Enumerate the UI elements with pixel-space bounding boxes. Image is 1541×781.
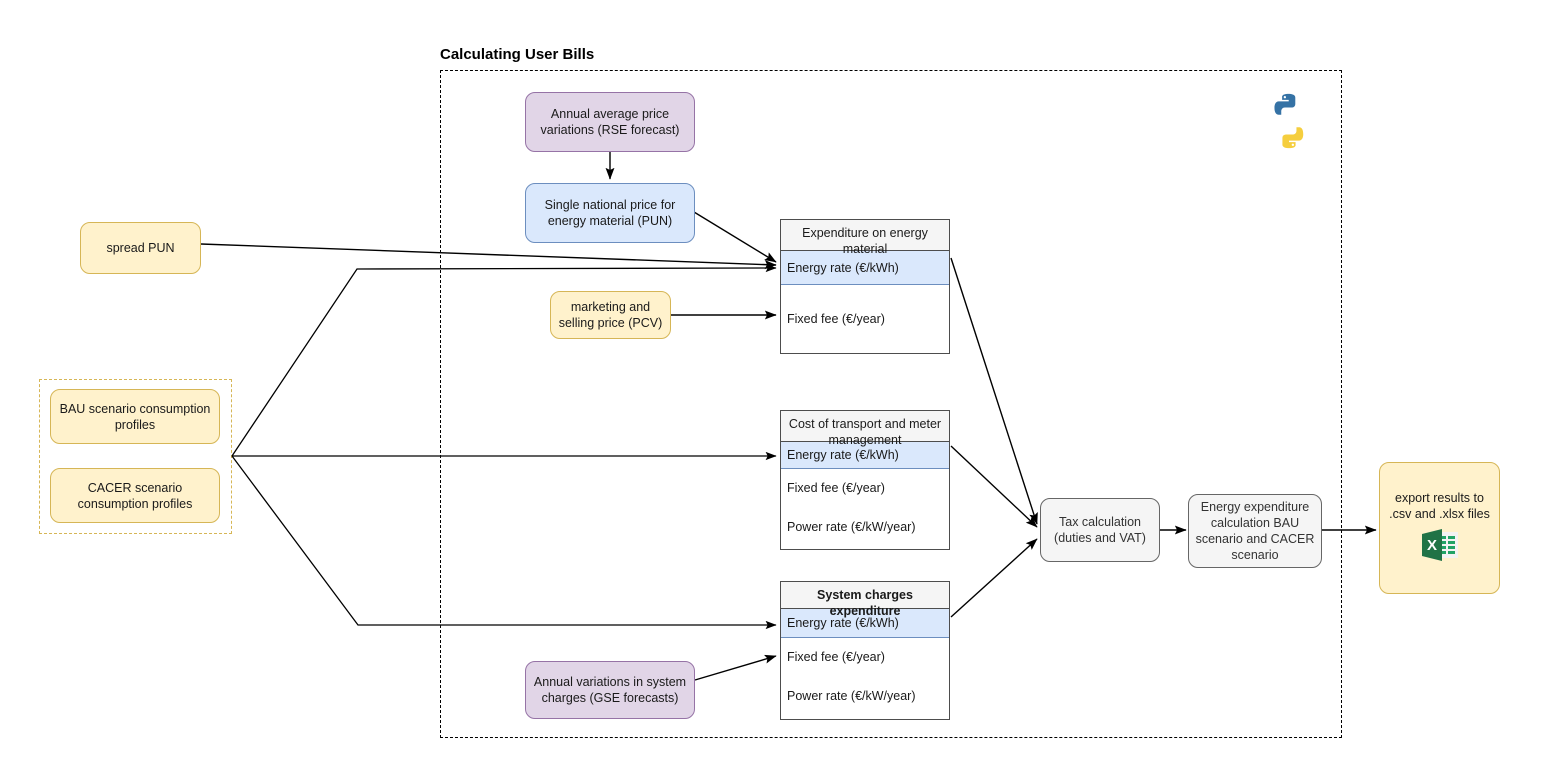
table-transport-meter-row-fixed-fee[interactable]: Fixed fee (€/year): [787, 481, 885, 495]
table-transport-meter: Cost of transport and meter management E…: [780, 410, 950, 550]
node-pun-label: Single national price for energy materia…: [544, 198, 676, 228]
table-transport-meter-row-energy-rate[interactable]: Energy rate (€/kWh): [781, 442, 949, 469]
node-cacer-profiles-label: CACER scenario consumption profiles: [77, 480, 193, 511]
node-tax-calculation-label: Tax calculation (duties and VAT): [1054, 515, 1146, 545]
svg-text:X: X: [1426, 537, 1436, 554]
table-transport-meter-header: Cost of transport and meter management: [781, 411, 949, 447]
table-energy-material-row-fixed-fee[interactable]: Fixed fee (€/year): [787, 312, 885, 326]
node-pcv-label: marketing and selling price (PCV): [558, 300, 663, 330]
node-bau-profiles-label: BAU scenario consumption profiles: [59, 401, 211, 432]
node-spread-pun[interactable]: spread PUN: [80, 222, 201, 274]
node-pun[interactable]: Single national price for energy materia…: [525, 183, 695, 243]
table-transport-meter-row-power-rate[interactable]: Power rate (€/kW/year): [787, 520, 916, 534]
table-system-charges: System charges expenditure Energy rate (…: [780, 581, 950, 720]
table-energy-material-header: Expenditure on energy material: [781, 220, 949, 256]
node-rse-forecast-label: Annual average price variations (RSE for…: [540, 107, 680, 137]
node-export-results-label: export results to .csv and .xlsx files: [1389, 491, 1490, 521]
node-pcv[interactable]: marketing and selling price (PCV): [550, 291, 671, 339]
table-energy-material-row-energy-rate[interactable]: Energy rate (€/kWh): [781, 251, 949, 285]
table-system-charges-row-energy-rate[interactable]: Energy rate (€/kWh): [781, 609, 949, 638]
table-system-charges-header: System charges expenditure: [781, 582, 949, 618]
node-gse-forecast[interactable]: Annual variations in system charges (GSE…: [525, 661, 695, 719]
node-export-results[interactable]: export results to .csv and .xlsx files X: [1379, 462, 1500, 594]
node-bau-profiles[interactable]: BAU scenario consumption profiles: [50, 389, 220, 444]
node-rse-forecast[interactable]: Annual average price variations (RSE for…: [525, 92, 695, 152]
node-cacer-profiles[interactable]: CACER scenario consumption profiles: [50, 468, 220, 523]
excel-icon: X: [1420, 528, 1460, 566]
node-tax-calculation[interactable]: Tax calculation (duties and VAT): [1040, 498, 1160, 562]
table-system-charges-row-fixed-fee[interactable]: Fixed fee (€/year): [787, 650, 885, 664]
table-energy-material: Expenditure on energy material Energy ra…: [780, 219, 950, 354]
node-energy-expenditure-calculation[interactable]: Energy expenditure calculation BAU scena…: [1188, 494, 1322, 568]
python-logo-icon: [1258, 90, 1320, 152]
table-system-charges-row-power-rate[interactable]: Power rate (€/kW/year): [787, 689, 916, 703]
section-title: Calculating User Bills: [440, 46, 595, 63]
node-spread-pun-label: spread PUN: [106, 241, 175, 255]
node-gse-forecast-label: Annual variations in system charges (GSE…: [533, 675, 687, 705]
node-energy-expenditure-calculation-label: Energy expenditure calculation BAU scena…: [1195, 500, 1315, 562]
